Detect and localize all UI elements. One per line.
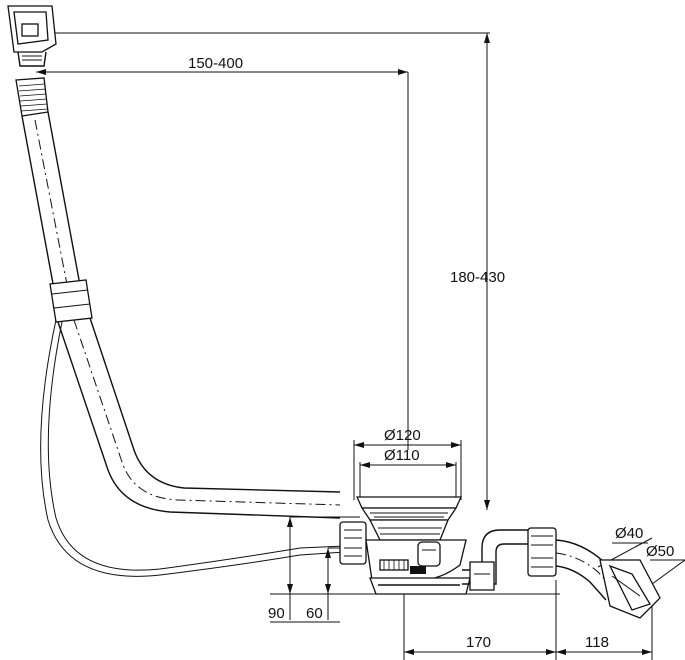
inlet-union-nut <box>339 521 367 565</box>
overflow-pipe <box>21 111 346 577</box>
dim-overflow-reach: 150-400 <box>188 55 243 72</box>
dim-outlet-length: 118 <box>585 634 609 651</box>
dim-outlet-diameter-large: Ø50 <box>646 543 674 560</box>
dim-outer-diameter: Ø120 <box>384 427 421 444</box>
dim-trap-height: 60 <box>306 605 323 622</box>
outlet-union-nut <box>527 527 557 577</box>
dimension-labels: 150-400 180-430 Ø120 Ø110 90 60 170 118 … <box>188 55 674 651</box>
waste-valve-body <box>355 496 471 595</box>
dim-inner-diameter: Ø110 <box>384 447 420 464</box>
dim-outlet-diameter-small: Ø40 <box>615 525 643 542</box>
dim-trap-length: 170 <box>466 634 491 651</box>
angled-outlet <box>555 539 661 619</box>
dimension-lines <box>36 32 685 660</box>
trap-outlet-pipe <box>462 529 530 591</box>
dim-total-height: 90 <box>268 605 285 622</box>
dim-overflow-height: 180-430 <box>450 269 505 286</box>
overflow-head <box>7 5 57 67</box>
overflow-coupling <box>15 77 49 117</box>
